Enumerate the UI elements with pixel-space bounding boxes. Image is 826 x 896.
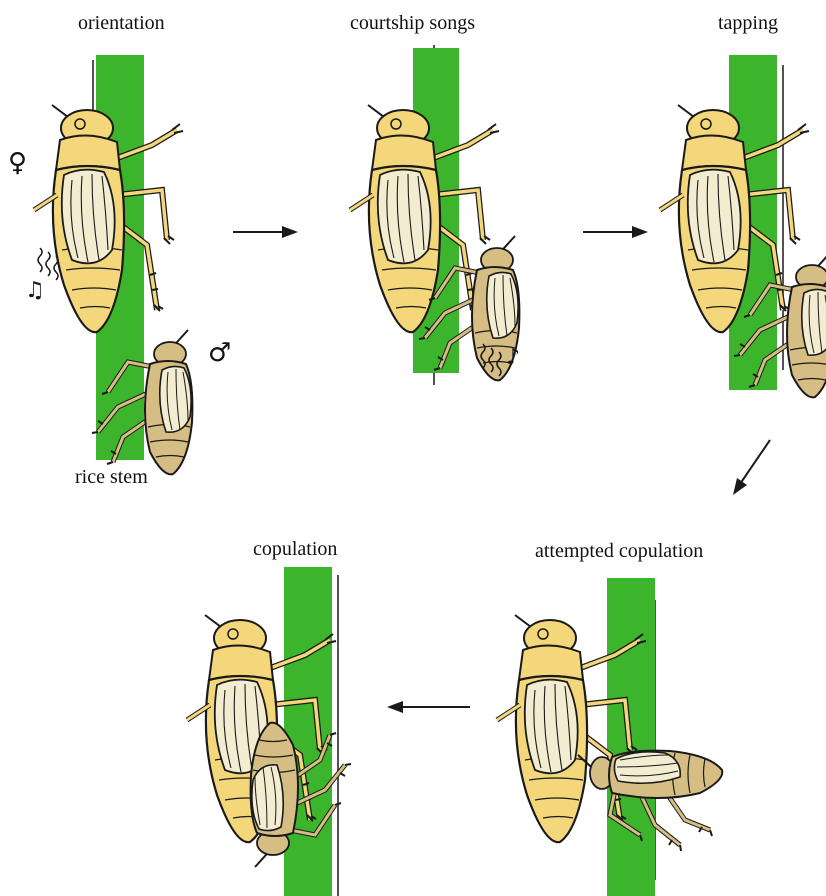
panel-copulation [187, 567, 351, 896]
female-planthopper [660, 105, 809, 332]
panel-courtship: ♪ [350, 45, 520, 385]
rice-stem [284, 567, 332, 896]
female-planthopper [34, 105, 183, 332]
panel-orientation: ♫ [25, 55, 192, 474]
song-waves [38, 248, 58, 280]
arrow-left [387, 701, 470, 713]
panel-attempted-copulation [497, 578, 722, 896]
arrow-right-1 [233, 226, 298, 238]
music-note-icon: ♪ [506, 345, 520, 370]
arrow-down-left [733, 440, 770, 495]
panel-tapping [660, 55, 826, 397]
arrow-right-2 [583, 226, 648, 238]
music-note-icon: ♫ [25, 278, 45, 303]
